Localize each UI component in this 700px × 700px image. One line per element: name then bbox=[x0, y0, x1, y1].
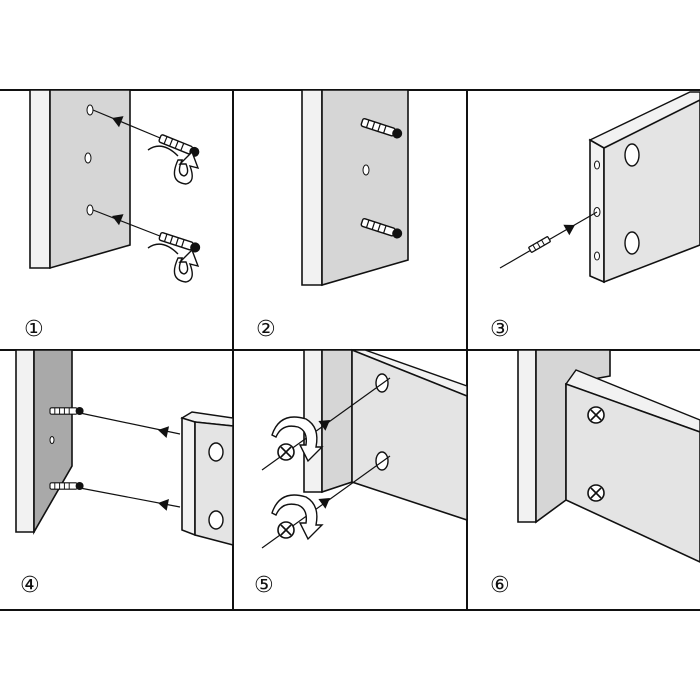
step-label: ② bbox=[256, 317, 276, 342]
step-label: ① bbox=[24, 317, 44, 342]
hole-icon bbox=[49, 436, 55, 444]
board-face bbox=[351, 348, 468, 522]
dowel-icon bbox=[528, 236, 551, 253]
board-edge bbox=[15, 349, 35, 533]
dowel-icon bbox=[157, 132, 202, 160]
board-edge bbox=[29, 89, 51, 269]
board-face bbox=[321, 89, 409, 287]
board-face bbox=[565, 382, 700, 563]
board-edge bbox=[181, 416, 196, 537]
board-edge bbox=[301, 89, 323, 286]
hole-icon bbox=[594, 160, 600, 170]
dowel-icon bbox=[157, 230, 203, 255]
step-label: ⑤ bbox=[254, 573, 274, 598]
hole-icon bbox=[208, 442, 224, 462]
screw-icon bbox=[587, 406, 605, 424]
rotate-arrow-icon bbox=[173, 150, 200, 185]
step-label: ④ bbox=[20, 573, 40, 598]
hole-icon bbox=[375, 373, 389, 393]
step-label: ③ bbox=[490, 317, 510, 342]
hole-icon bbox=[86, 104, 94, 116]
step-3-panel: ③ bbox=[490, 91, 700, 342]
hole-icon bbox=[362, 164, 370, 176]
screw-icon bbox=[587, 484, 605, 502]
screw-icon bbox=[277, 443, 295, 461]
arrow-icon bbox=[156, 424, 170, 438]
arrow-icon bbox=[156, 497, 169, 511]
dowel-icon bbox=[49, 481, 85, 491]
step-1-panel: ① bbox=[24, 89, 203, 342]
rotate-arrow-icon bbox=[271, 494, 324, 541]
step-4-panel: ④ bbox=[15, 349, 234, 598]
hole-icon bbox=[594, 251, 600, 261]
rotate-arrow-icon bbox=[271, 416, 324, 463]
step-label: ⑥ bbox=[490, 573, 510, 598]
hole-icon bbox=[624, 231, 640, 255]
arrow-icon bbox=[563, 219, 578, 236]
hole-icon bbox=[86, 204, 94, 216]
dowel-icon bbox=[49, 406, 85, 416]
rotate-arrow-icon bbox=[173, 248, 200, 283]
hole-icon bbox=[208, 510, 224, 530]
screw-icon bbox=[277, 521, 295, 539]
board-edge bbox=[517, 349, 537, 523]
step-6-panel: ⑥ bbox=[490, 349, 700, 598]
board-face bbox=[49, 89, 131, 270]
hole-icon bbox=[84, 152, 92, 164]
step-5-panel: ⑤ bbox=[254, 348, 468, 598]
hole-icon bbox=[375, 451, 389, 471]
hole-icon bbox=[624, 143, 640, 167]
step-2-panel: ② bbox=[256, 89, 409, 342]
